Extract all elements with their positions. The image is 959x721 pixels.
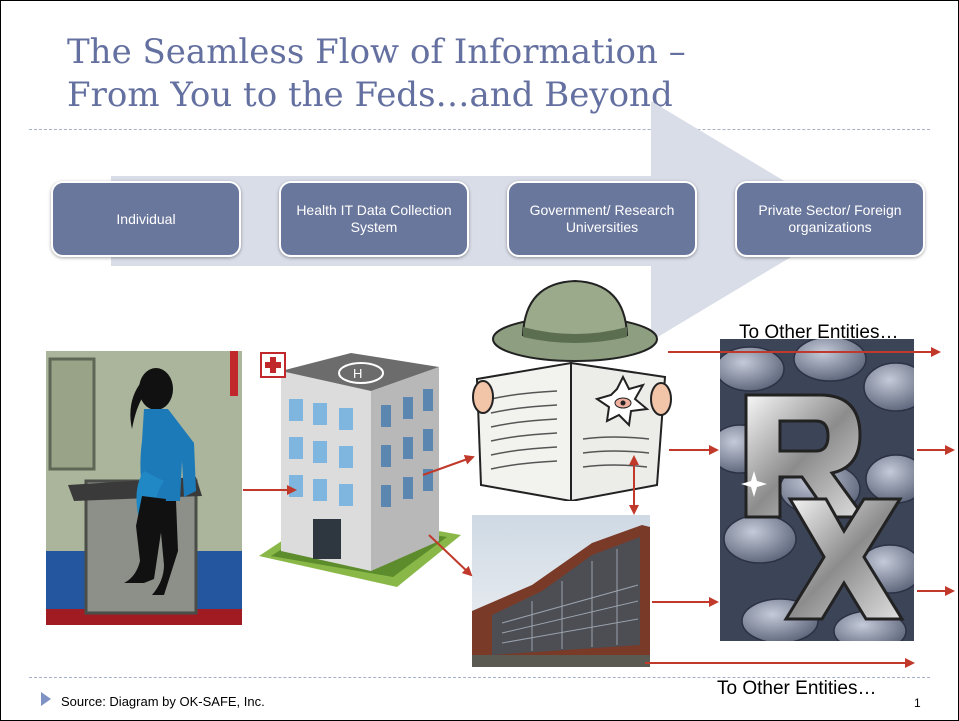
stage-government-universities: Government/ Research Universities xyxy=(507,181,697,257)
to-other-entities-top-label: To Other Entities… xyxy=(739,322,899,343)
slide-title: The Seamless Flow of Information – From … xyxy=(67,31,827,117)
to-other-entities-bottom-label: To Other Entities… xyxy=(717,678,877,699)
stage-health-it: Health IT Data Collection System xyxy=(279,181,469,257)
university-building-icon xyxy=(472,515,650,667)
title-line-1: The Seamless Flow of Information – xyxy=(67,32,686,72)
rx-pharma-icon xyxy=(720,339,914,641)
big-flow-arrow xyxy=(111,101,851,341)
svg-text:H: H xyxy=(353,366,362,381)
title-divider xyxy=(29,129,930,130)
patient-silhouette-icon xyxy=(46,351,242,625)
stage-individual: Individual xyxy=(51,181,241,257)
page-number: 1 xyxy=(914,696,921,710)
hospital-building-icon: H xyxy=(257,351,465,595)
stage-private-sector: Private Sector/ Foreign organizations xyxy=(735,181,925,257)
footer-divider xyxy=(29,677,930,678)
title-line-2: From You to the Feds…and Beyond xyxy=(67,75,673,115)
spy-reading-newspaper-icon xyxy=(472,279,672,501)
bullet-triangle-icon xyxy=(41,692,51,706)
source-note: Source: Diagram by OK-SAFE, Inc. xyxy=(61,694,265,709)
